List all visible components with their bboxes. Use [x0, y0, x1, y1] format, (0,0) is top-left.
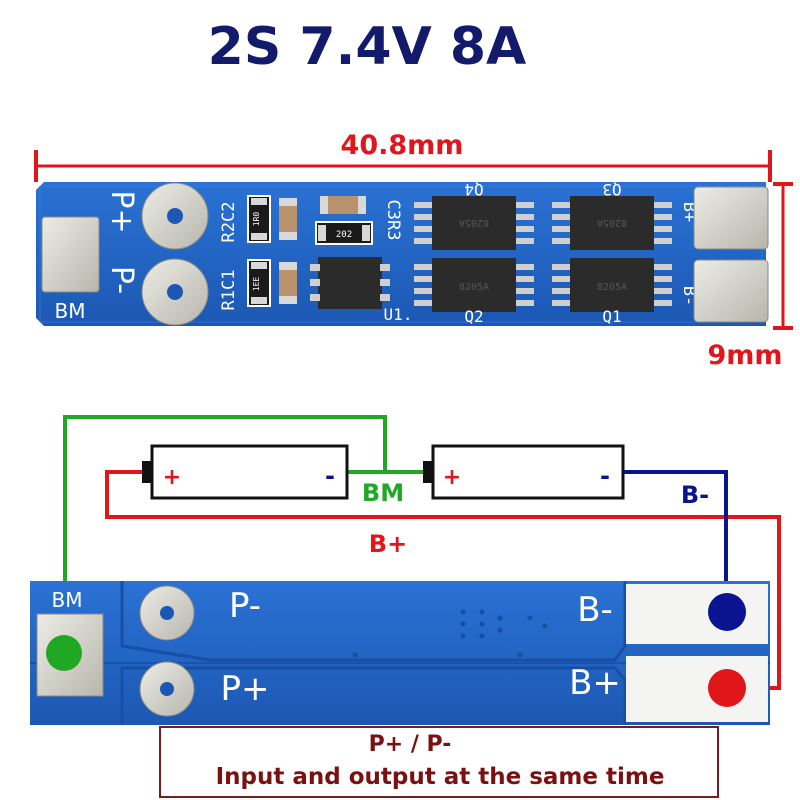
r1c1-silk: R1C1	[219, 270, 239, 311]
bm-pad	[41, 216, 100, 293]
width-label: 9mm	[707, 340, 782, 371]
capacitor-c1	[279, 262, 297, 304]
mosfet-q4-mark: 8205A	[459, 217, 489, 228]
mosfet-q1: 8205A	[552, 258, 672, 312]
p-minus-silk: P-	[104, 266, 139, 294]
c3r3-silk: C3R3	[383, 200, 403, 241]
battery-cell-1: + -	[142, 444, 349, 500]
cell-1-minus: -	[325, 462, 335, 490]
b-minus-wire-label: B-	[681, 481, 709, 509]
b-plus-wire	[105, 470, 781, 690]
bottom-p-plus-pad	[139, 661, 195, 717]
bottom-bm-label: BM	[52, 588, 83, 612]
mosfet-q3: 8205A	[552, 196, 672, 250]
q4-silk: Q4	[464, 180, 483, 199]
bottom-b-minus-pad	[626, 584, 768, 644]
b-plus-connection-dot	[708, 669, 746, 707]
resistor-r2: 1R0	[247, 195, 271, 243]
bottom-b-plus-label: B+	[569, 663, 621, 703]
capacitor-c3	[320, 196, 366, 214]
capacitor-c2	[279, 198, 297, 240]
mosfet-q1-mark: 8205A	[597, 282, 627, 293]
bm-label: BM	[55, 299, 86, 323]
resistor-r1-mark: 1EE	[252, 277, 261, 292]
p-plus-silk: P+	[104, 190, 139, 233]
p-minus-pad	[141, 258, 209, 326]
mosfet-q2-mark: 8205A	[459, 282, 489, 293]
q1-silk: Q1	[602, 307, 621, 326]
b-minus-pad	[693, 259, 769, 323]
length-dimension: 40.8mm	[34, 130, 772, 182]
length-label: 40.8mm	[341, 130, 464, 161]
r2c2-silk: R2C2	[219, 202, 239, 243]
b-plus-wire-label: B+	[369, 530, 407, 558]
q2-silk: Q2	[464, 307, 483, 326]
resistor-r3: 202	[315, 221, 373, 245]
resistor-r2-mark: 1R0	[252, 212, 261, 227]
top-pcb-board: BM P+ P- R2C2 R1C1 1R0	[36, 180, 769, 326]
resistor-r3-mark: 202	[336, 230, 352, 240]
bm-connection-dot	[46, 635, 82, 671]
bm-wire	[63, 415, 387, 655]
b-minus-wire	[623, 470, 728, 612]
b-minus-connection-dot	[708, 593, 746, 631]
cell-2-minus: -	[600, 462, 610, 490]
io-note-line-2: Input and output at the same time	[216, 764, 665, 790]
bottom-b-plus-pad	[626, 656, 768, 722]
bottom-pcb-board: BM P- P+ B- B+	[30, 581, 770, 725]
battery-cell-2: + -	[423, 444, 625, 500]
resistor-r1: 1EE	[247, 259, 271, 307]
bottom-p-minus-pad	[139, 585, 195, 641]
io-note-box: P+ / P- Input and output at the same tim…	[159, 726, 719, 798]
mosfet-q3-mark: 8205A	[597, 217, 627, 228]
ic-u1	[310, 257, 390, 309]
q3-silk: Q3	[602, 180, 621, 199]
width-dimension: 9mm	[707, 182, 793, 371]
bm-wire-label: BM	[362, 479, 404, 507]
p-plus-pad	[141, 182, 209, 250]
mosfet-q2: 8205A	[414, 258, 534, 312]
u1-silk: U1.	[384, 305, 413, 324]
mosfet-q4: 8205A	[414, 196, 534, 250]
cell-2-plus: +	[443, 465, 461, 490]
cell-1-plus: +	[163, 465, 181, 490]
bottom-p-minus-label: P-	[229, 586, 261, 626]
b-plus-pad	[693, 186, 769, 250]
page-title: 2S 7.4V 8A	[208, 17, 527, 77]
bottom-p-plus-label: P+	[221, 669, 270, 709]
bottom-b-minus-label: B-	[577, 590, 613, 630]
io-note-line-1: P+ / P-	[369, 732, 452, 757]
